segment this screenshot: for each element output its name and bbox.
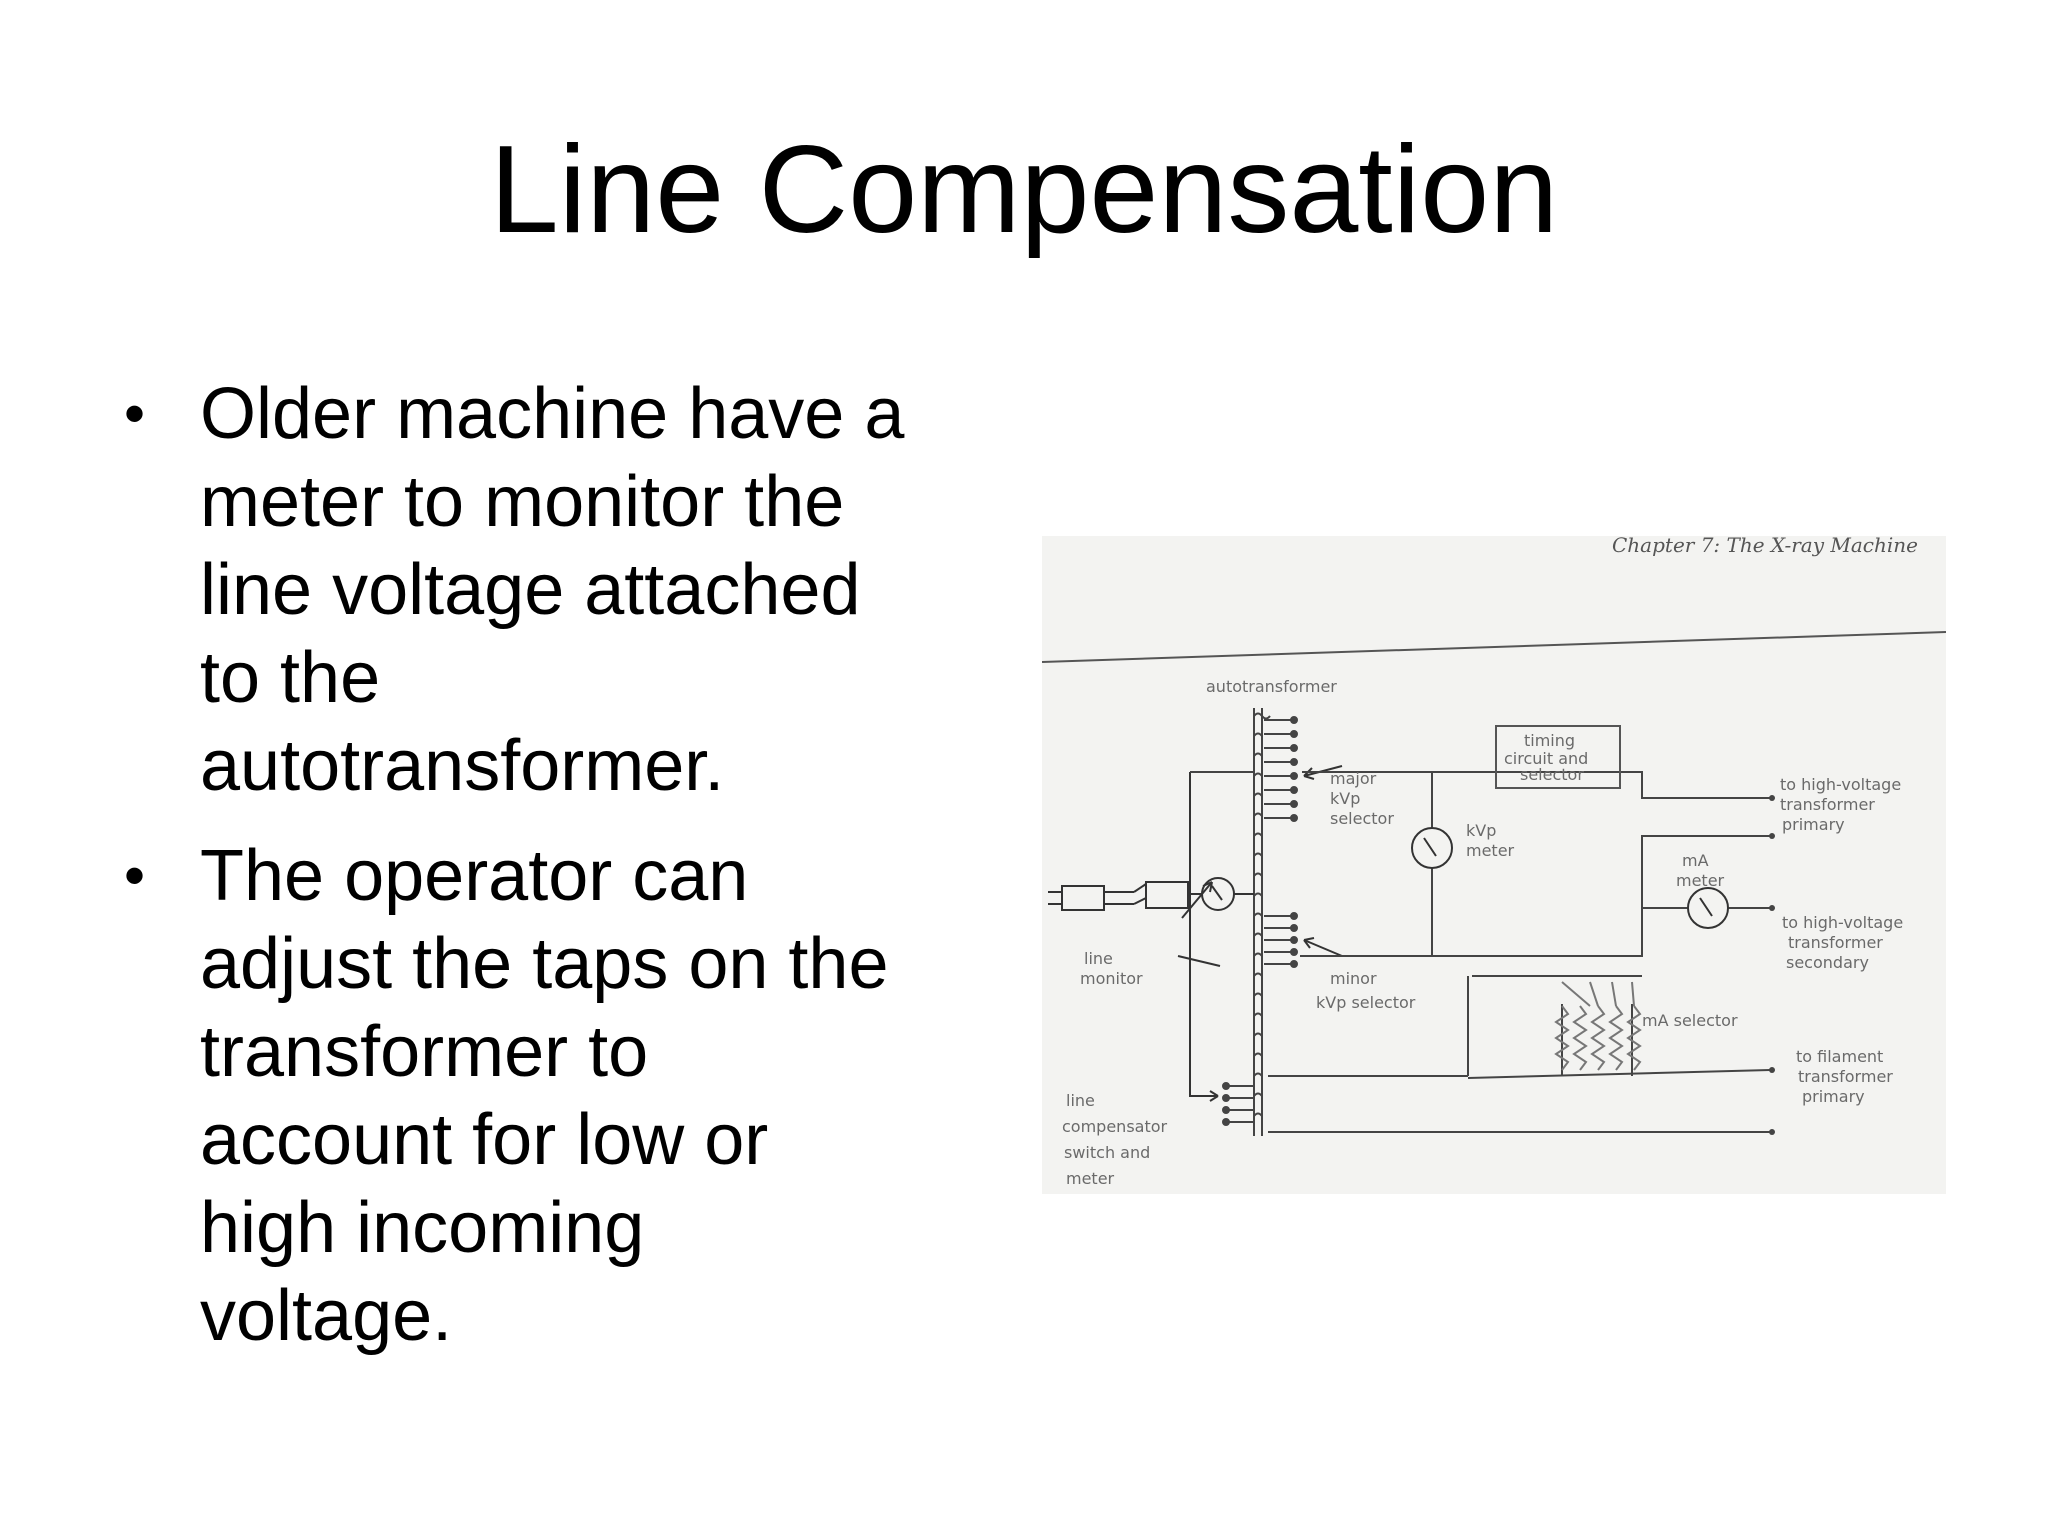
label-ma-selector: mA selector (1642, 1011, 1738, 1030)
bullet-item: • The operator can adjust the taps on th… (118, 832, 1018, 1360)
label-kvp-meter: meter (1466, 841, 1515, 860)
label-hv-primary: transformer (1780, 795, 1875, 814)
bullet-dot-icon: • (124, 380, 146, 447)
label-line-compensator: line (1066, 1091, 1095, 1110)
chapter-header: Chapter 7: The X-ray Machine (1612, 536, 1918, 557)
label-hv-primary: to high-voltage (1780, 775, 1901, 794)
label-line-monitor: monitor (1080, 969, 1143, 988)
bullet-text-taps: The operator can adjust the taps on the … (200, 836, 889, 1356)
minor-kvp-taps (1264, 912, 1298, 968)
compensator-taps (1222, 1082, 1254, 1126)
label-major-kvp: selector (1330, 809, 1394, 828)
label-hv-secondary: transformer (1788, 933, 1883, 952)
label-autotransformer: autotransformer (1206, 677, 1337, 696)
label-filament: to filament (1796, 1047, 1883, 1066)
label-filament: transformer (1798, 1067, 1893, 1086)
ma-selector-resistors (1554, 981, 1642, 1071)
bullet-item: • Older machine have a meter to monitor … (118, 370, 1018, 810)
label-filament: primary (1802, 1087, 1865, 1106)
label-line-compensator: meter (1066, 1169, 1115, 1188)
kvp-meter-icon (1411, 827, 1453, 869)
label-hv-primary: primary (1782, 815, 1845, 834)
bullet-list: • Older machine have a meter to monitor … (118, 370, 1018, 1382)
circuit-diagram-photo: Chapter 7: The X-ray Machine (1042, 536, 1946, 1194)
label-kvp-meter: kVp (1466, 821, 1496, 840)
label-minor-kvp: minor (1330, 969, 1377, 988)
major-kvp-taps (1264, 716, 1298, 822)
bullet-text-meter: Older machine have a meter to monitor th… (200, 374, 905, 806)
label-hv-secondary: to high-voltage (1782, 913, 1903, 932)
page-rule (1042, 631, 1946, 663)
label-line-monitor: line (1084, 949, 1113, 968)
label-timing: timing (1524, 731, 1575, 750)
ma-meter-icon (1687, 887, 1729, 929)
label-ma-meter: meter (1676, 871, 1725, 890)
label-major-kvp: major (1330, 769, 1377, 788)
line-monitor-meter-icon (1188, 877, 1254, 911)
label-timing: selector (1520, 765, 1584, 784)
timing-circuit-box (1495, 725, 1621, 789)
label-ma-meter: mA (1682, 851, 1709, 870)
autotransformer-coil (1253, 708, 1271, 1136)
label-line-compensator: compensator (1062, 1117, 1168, 1136)
slide-title: Line Compensation (489, 121, 1559, 259)
selector-arrows (1177, 765, 1343, 1102)
label-timing: circuit and (1504, 749, 1588, 768)
power-plug-icon (1048, 881, 1189, 911)
circuit-diagram: Chapter 7: The X-ray Machine (1042, 536, 1946, 1188)
terminal-dots (1769, 795, 1775, 1135)
label-hv-secondary: secondary (1786, 953, 1869, 972)
label-line-compensator: switch and (1064, 1143, 1150, 1162)
bullet-dot-icon: • (124, 842, 146, 909)
label-minor-kvp: kVp selector (1316, 993, 1416, 1012)
label-major-kvp: kVp (1330, 789, 1360, 808)
